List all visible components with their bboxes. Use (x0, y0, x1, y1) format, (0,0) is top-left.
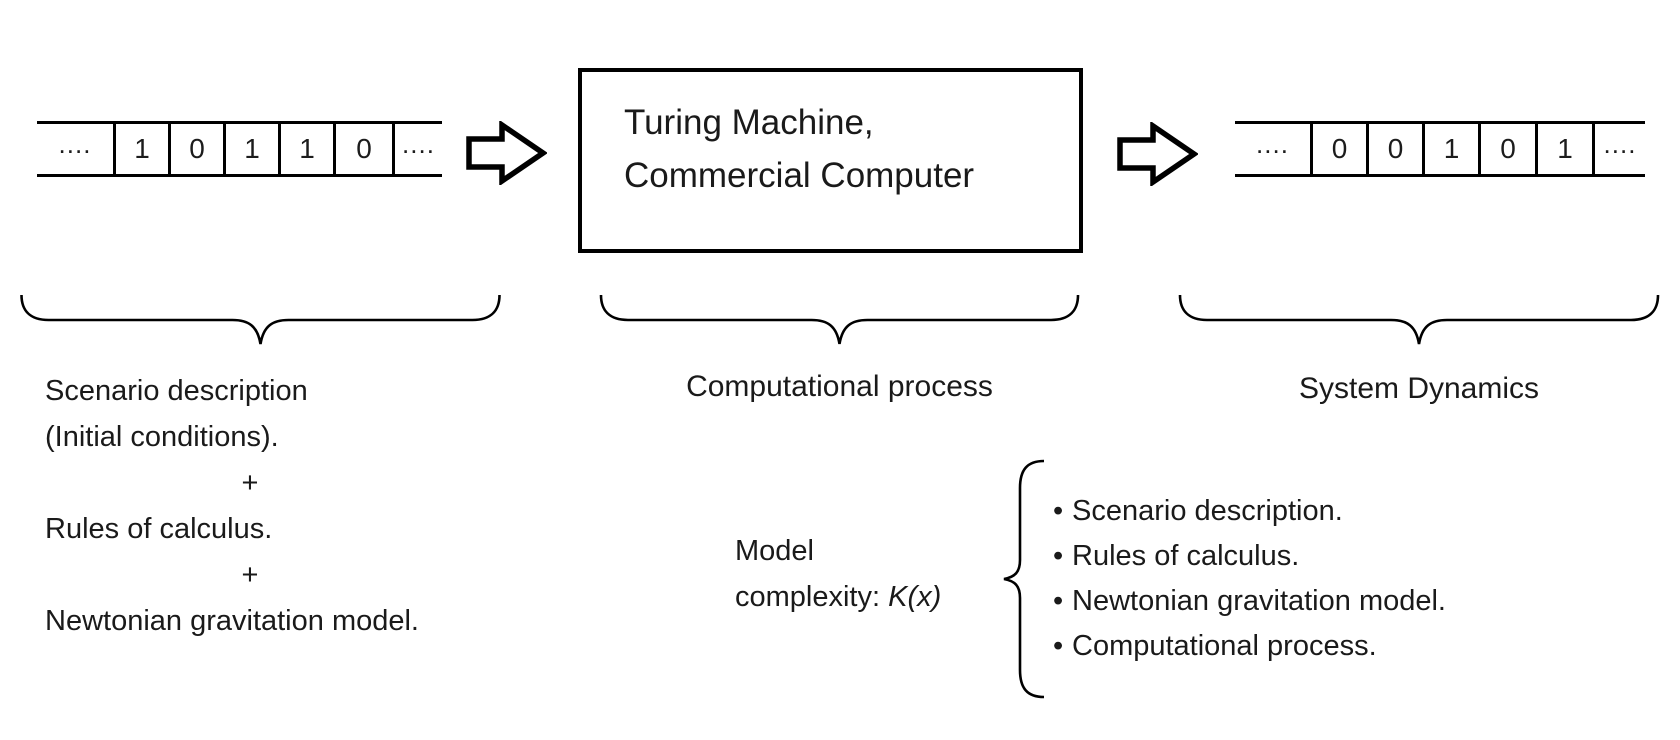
bullet-icon: • (1053, 630, 1064, 662)
flow-arrow-icon (466, 121, 547, 185)
model-complexity-line1: Model (735, 535, 814, 567)
bullet-icon: • (1053, 540, 1064, 572)
tape-cell: 1 (223, 124, 278, 174)
tape-cell: 1 (278, 124, 333, 174)
tape-cell: 1 (1422, 124, 1478, 174)
tape-cell: 0 (1366, 124, 1422, 174)
complexity-item-list: •Scenario description. •Rules of calculu… (1053, 489, 1446, 669)
process-label: Computational process (686, 370, 993, 403)
tape-cell: 0 (1310, 124, 1366, 174)
tape-cell: .... (58, 128, 92, 159)
input-description-line: Scenario description (45, 375, 308, 407)
list-item: •Scenario description. (1053, 489, 1446, 534)
model-complexity-label: Model complexity: K(x) (735, 528, 941, 620)
plus-sign: + (241, 559, 259, 591)
plus-sign: + (241, 467, 259, 499)
underbrace-process-icon (599, 295, 1080, 345)
input-description-line: (Initial conditions). (45, 421, 279, 453)
underbrace-output-icon (1178, 294, 1660, 345)
input-description-line: Rules of calculus. (45, 513, 273, 545)
list-item: •Rules of calculus. (1053, 534, 1446, 579)
model-complexity-line2: complexity: K(x) (735, 581, 942, 613)
tape-cell: 1 (1535, 124, 1592, 174)
kolmogorov-complexity-symbol: K(x) (888, 581, 942, 613)
list-item: •Computational process. (1053, 624, 1446, 669)
output-label: System Dynamics (1298, 372, 1540, 405)
turing-machine-box-line1: Turing Machine, (624, 103, 874, 142)
turing-machine-box: Turing Machine, Commercial Computer (578, 68, 1083, 253)
bullet-icon: • (1053, 495, 1064, 527)
input-tape: .... 1 0 1 1 0 .... (37, 121, 442, 177)
tape-cell: .... (392, 124, 442, 174)
output-tape: .... 0 0 1 0 1 .... (1235, 121, 1645, 177)
tape-cell: 0 (333, 124, 392, 174)
tape-cell: .... (1592, 124, 1645, 174)
flow-arrow-icon (1117, 122, 1198, 186)
turing-machine-box-line2: Commercial Computer (624, 156, 975, 195)
tape-cell: 0 (168, 124, 223, 174)
tape-cell: 0 (1478, 124, 1535, 174)
input-description-line: Newtonian gravitation model. (45, 605, 419, 637)
input-description: Scenario description (Initial conditions… (45, 368, 455, 644)
list-item: •Newtonian gravitation model. (1053, 579, 1446, 624)
tape-cell: 1 (113, 124, 168, 174)
underbrace-input-icon (20, 294, 501, 345)
list-brace-icon (1003, 459, 1045, 699)
bullet-icon: • (1053, 585, 1064, 617)
tape-cell: .... (1256, 128, 1289, 159)
